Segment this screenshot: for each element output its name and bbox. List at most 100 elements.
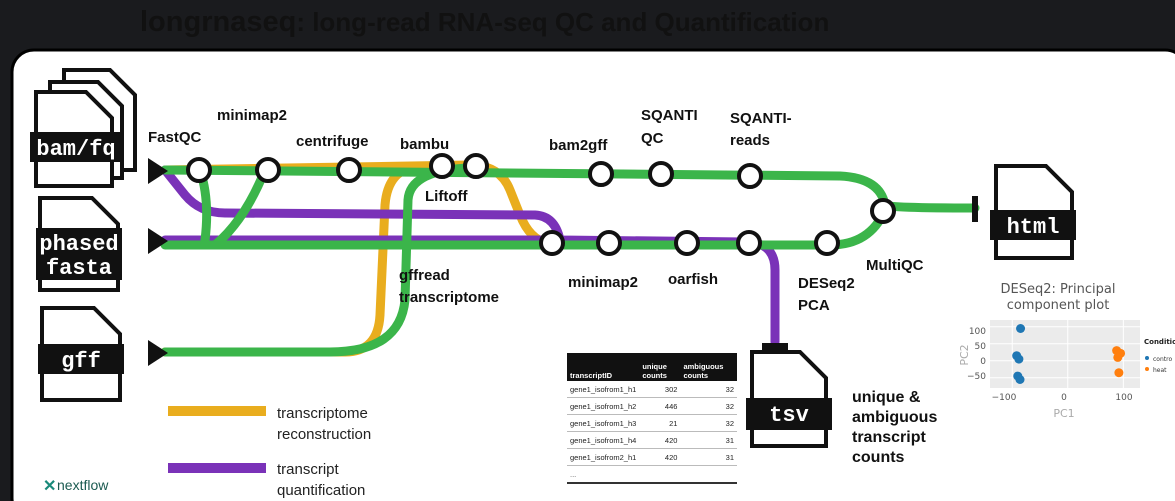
- arrow-input-fasta: [148, 228, 168, 254]
- legend-yellow-1: transcriptome: [277, 405, 368, 422]
- arrow-input-gff: [148, 340, 168, 366]
- legend-purple-2: quantification: [277, 482, 365, 499]
- purple-line: [160, 165, 780, 347]
- label-oarfish: oarfish: [668, 271, 718, 288]
- cell-ambiguous: 32: [680, 414, 737, 432]
- pca-legend-title: Conditio: [1144, 338, 1175, 346]
- station-oarfish[interactable]: [674, 230, 700, 256]
- label-deseq2-2: PCA: [798, 297, 830, 314]
- station-bam2gff[interactable]: [588, 161, 614, 187]
- pca-legend-dot-heat: [1145, 367, 1149, 371]
- cell-unique: 420: [639, 431, 681, 449]
- station-minimap2-bottom[interactable]: [596, 230, 622, 256]
- label-band-html: [990, 210, 1076, 240]
- cell-unique: 302: [639, 381, 681, 398]
- label-deseq2-1: DESeq2: [798, 275, 855, 292]
- cell-ambiguous: 31: [680, 431, 737, 449]
- html-terminator: [972, 196, 978, 222]
- table-row-more: ...: [567, 465, 737, 484]
- th-transcript-id: transcriptID: [567, 353, 640, 381]
- pca-xtick-0: 0: [1061, 393, 1067, 403]
- counts-label-2: ambiguous: [852, 409, 937, 426]
- pca-legend-control: contro: [1153, 356, 1172, 363]
- page-title: longrnaseq: long-read RNA-seq QC and Qua…: [140, 6, 829, 39]
- station-fastqc[interactable]: [186, 157, 212, 183]
- label-centrifuge: centrifuge: [296, 133, 369, 150]
- pca-point-contro: [1016, 324, 1026, 333]
- pca-ytick-minus50: −50: [967, 372, 986, 382]
- cell-id: gene1_isofrom1_h1: [567, 381, 640, 398]
- station-minimap2-top[interactable]: [255, 157, 281, 183]
- arrow-input-reads: [148, 158, 168, 184]
- counts-table: transcriptID unique counts ambiguous cou…: [567, 353, 737, 484]
- label-minimap2-bottom: minimap2: [568, 274, 638, 291]
- file-label-gff: gff: [61, 349, 101, 374]
- label-sqanti-reads-1: SQANTI-: [730, 110, 792, 127]
- file-label-tsv: tsv: [769, 403, 809, 428]
- counts-label-4: counts: [852, 449, 905, 466]
- pca-plot: DESeq2: Principal component plot 100 50 …: [958, 282, 1175, 420]
- cell-ambiguous: 32: [680, 397, 737, 415]
- pca-legend-heat: heat: [1153, 367, 1167, 374]
- cell-id: gene1_isofrom1_h3: [567, 414, 640, 432]
- th-unique-counts: unique counts: [639, 353, 681, 381]
- cell-unique: 21: [639, 414, 681, 432]
- label-fastqc: FastQC: [148, 129, 202, 146]
- cell-unique: 420: [639, 448, 681, 466]
- pca-point-heat: [1114, 368, 1124, 378]
- label-band-tsv: [746, 398, 832, 430]
- diagram-panel: [10, 48, 1175, 501]
- station-sqanti-reads[interactable]: [737, 163, 763, 189]
- pca-point-contro: [1014, 354, 1024, 364]
- station-deseq2[interactable]: [814, 230, 840, 256]
- pca-legend-dot-control: [1145, 356, 1149, 360]
- pca-point-contro: [1015, 375, 1025, 384]
- cell-id: gene1_isofrom2_h1: [567, 448, 640, 466]
- station-bambu-b[interactable]: [463, 153, 489, 179]
- cell-more: ...: [567, 465, 640, 484]
- station-sqanti-qc[interactable]: [648, 161, 674, 187]
- label-band-gff: [38, 344, 124, 374]
- station-bambu-a[interactable]: [429, 153, 455, 179]
- pca-xtick-100: 100: [1115, 393, 1132, 403]
- nextflow-logo-mark: ✕: [43, 478, 56, 495]
- label-minimap2-top: minimap2: [217, 107, 287, 124]
- cell-id: gene1_isofrom1_h4: [567, 431, 640, 449]
- pca-points: [1012, 324, 1126, 384]
- pca-xlabel: PC1: [1053, 407, 1074, 420]
- label-sqanti-qc-2: QC: [641, 130, 664, 147]
- title-rest: : long-read RNA-seq QC and Quantificatio…: [296, 7, 830, 37]
- cell-ambiguous: 31: [680, 448, 737, 466]
- file-label-html: html: [1007, 215, 1060, 240]
- station-multiqc[interactable]: [870, 198, 896, 224]
- cell-ambiguous: 32: [680, 381, 737, 398]
- pca-point-heat: [1113, 352, 1123, 362]
- nextflow-logo-text: nextflow: [57, 477, 109, 493]
- cell-id: gene1_isofrom1_h2: [567, 397, 640, 415]
- cell-unique: 446: [639, 397, 681, 415]
- label-bam2gff: bam2gff: [549, 137, 608, 154]
- label-sqanti-qc-1: SQANTI: [641, 107, 698, 124]
- pca-title-2: component plot: [1007, 298, 1110, 313]
- label-gffread-2: transcriptome: [399, 289, 499, 306]
- pca-xtick-minus100: −100: [992, 393, 1017, 403]
- label-band-reads: [30, 132, 122, 162]
- station-centrifuge[interactable]: [336, 157, 362, 183]
- label-sqanti-reads-2: reads: [730, 132, 770, 149]
- pca-ytick-0: 0: [980, 357, 986, 367]
- station-purple-out[interactable]: [736, 230, 762, 256]
- station-gffread[interactable]: [539, 230, 565, 256]
- cell-more-empty: [639, 465, 681, 484]
- legend-yellow-2: reconstruction: [277, 426, 371, 443]
- file-label-fasta-1: phased: [39, 232, 118, 257]
- counts-table-header: transcriptID unique counts ambiguous cou…: [567, 353, 737, 381]
- label-bambu: bambu: [400, 136, 449, 153]
- th-ambiguous-counts: ambiguous counts: [680, 353, 737, 381]
- pca-ytick-50: 50: [975, 342, 987, 352]
